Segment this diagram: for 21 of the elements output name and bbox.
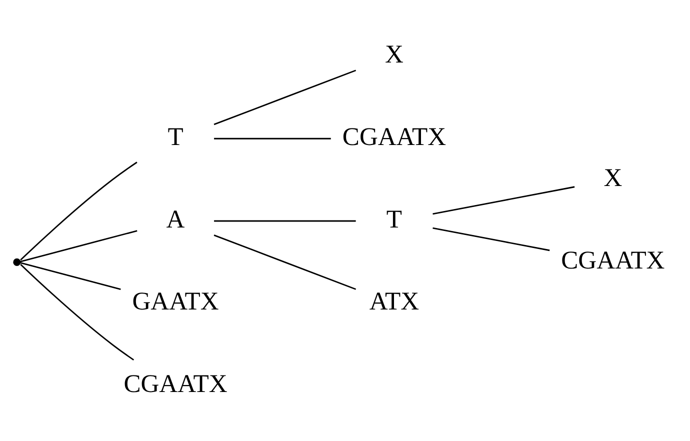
node-text: GAATX: [132, 286, 219, 316]
node-text: T: [168, 121, 184, 150]
node-point: [13, 258, 21, 266]
connector: [214, 220, 356, 222]
node-text: CGAATX: [124, 368, 228, 398]
node-text: X: [604, 162, 622, 192]
connector: [214, 69, 356, 125]
connector: [214, 137, 331, 139]
connector: [20, 161, 138, 260]
connector: [20, 263, 134, 360]
connector: [214, 234, 356, 290]
node-text: X: [385, 38, 404, 68]
connector: [20, 261, 121, 290]
connector: [20, 230, 138, 262]
node-text: CGAATX: [561, 244, 665, 274]
connector: [432, 186, 575, 214]
node-text: A: [166, 204, 185, 233]
connector: [432, 226, 550, 251]
node-text: CGAATX: [342, 121, 446, 150]
node-text: T: [386, 204, 402, 233]
node-text: ATX: [369, 286, 420, 316]
